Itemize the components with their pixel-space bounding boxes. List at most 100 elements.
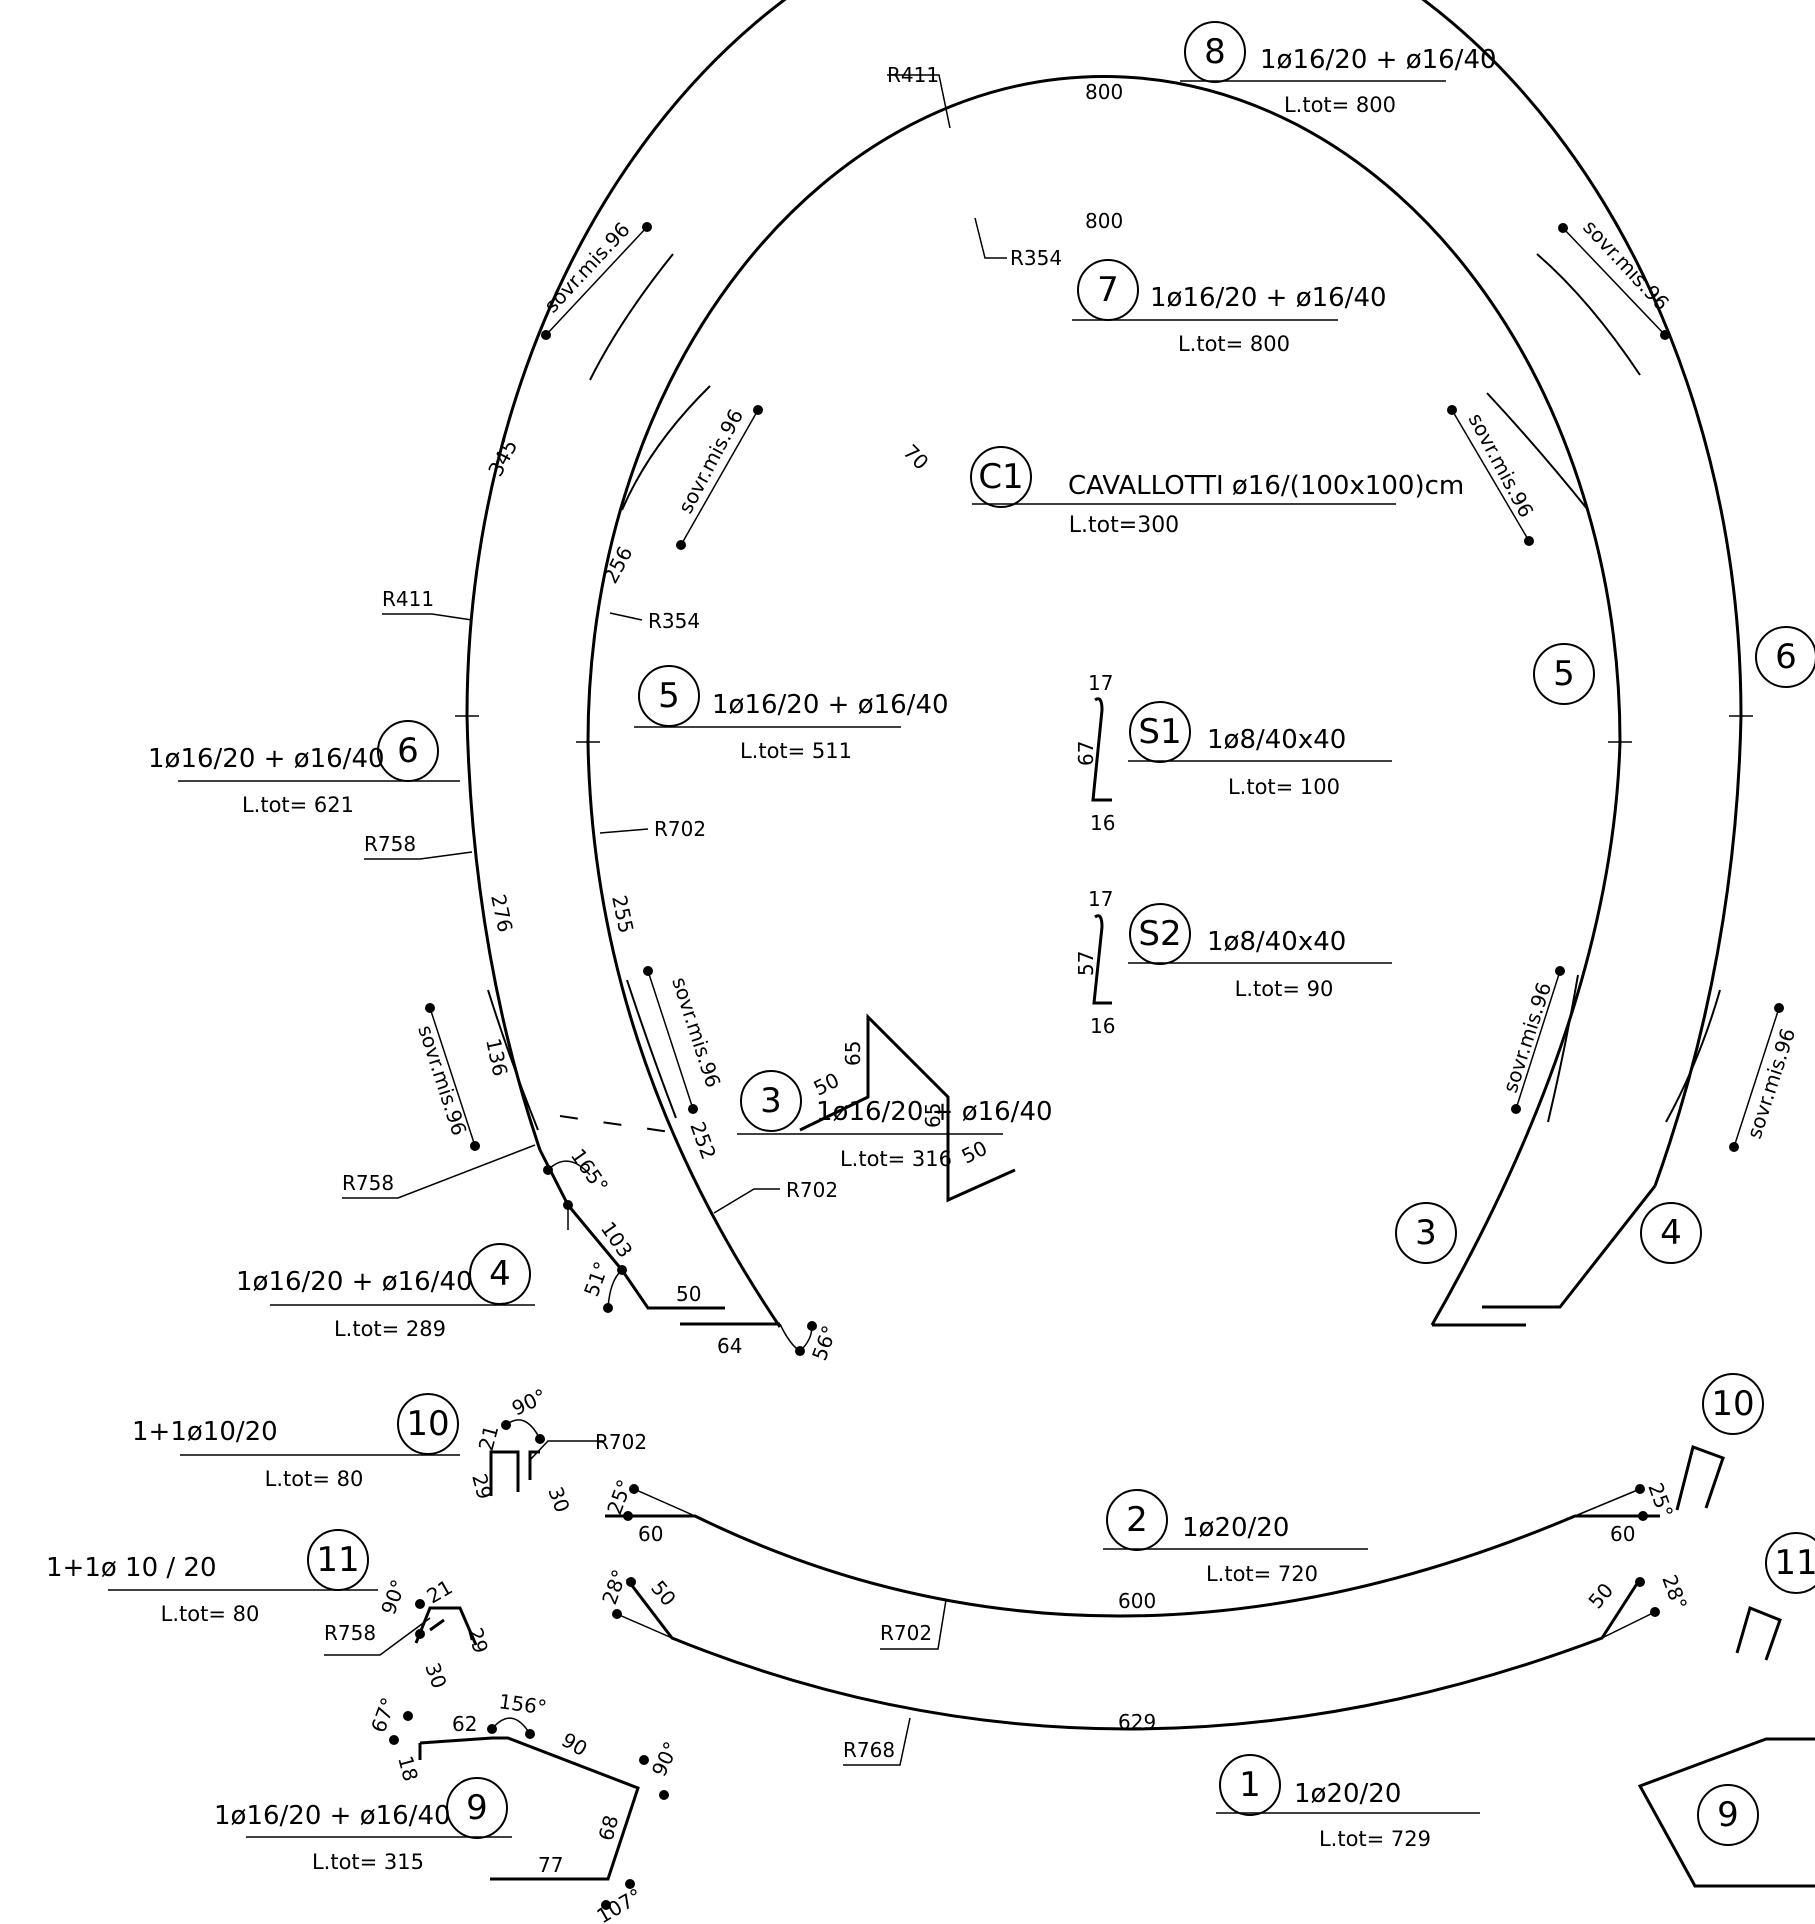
arc-800-inner: 800 (1085, 209, 1123, 233)
mark-10-number-right: 10 (1711, 1384, 1754, 1424)
overlap-bars (487, 253, 1721, 1131)
angle-25-left: 25° (602, 1476, 637, 1518)
dim-c1-50-left: 50 (810, 1068, 843, 1101)
angle-67: 67° (366, 1694, 401, 1736)
mark-s2-number: S2 (1138, 914, 1181, 954)
radius-r702-left: R702 (654, 817, 706, 841)
dim-bar2-60-left: 60 (638, 1522, 663, 1546)
axis-ticks (455, 715, 1753, 1133)
mark-1-number: 1 (1239, 1765, 1261, 1805)
mark-5-ltot: L.tot= 511 (740, 739, 852, 763)
mark-6-ltot: L.tot= 621 (242, 793, 354, 817)
mark-2-ltot: L.tot= 720 (1206, 1562, 1318, 1586)
arc-255: 255 (607, 893, 638, 935)
bar-1-shape (612, 1577, 1660, 1731)
s2-shape (1092, 914, 1112, 1005)
mark-4-number: 4 (489, 1254, 511, 1294)
angle-90-bar10: 90° (508, 1384, 550, 1421)
mark-8-number: 8 (1204, 32, 1226, 72)
dim-bar9-18: 18 (393, 1753, 423, 1784)
c1-shape (799, 1013, 1016, 1203)
dim-bar1-50-left: 50 (646, 1576, 681, 1611)
dim-c1-65-left: 65 (841, 1041, 865, 1066)
mark-3-rebar: 1ø16/20 + ø16/40 (816, 1097, 1053, 1127)
mark-6-number: 6 (397, 731, 419, 771)
mark-7-number: 7 (1097, 270, 1119, 310)
mark-4-number-right: 4 (1660, 1213, 1682, 1253)
dim-hook-103: 103 (596, 1217, 638, 1262)
overlap-label-bottom-left-inner: sovr.mis.96 (667, 974, 725, 1090)
radius-r354-top: R354 (1010, 246, 1062, 270)
mark-8-ltot: L.tot= 800 (1284, 93, 1396, 117)
dim-bar11-21: 21 (423, 1575, 457, 1609)
angle-51: 51° (579, 1258, 614, 1300)
left-hooks (538, 1149, 817, 1356)
mark-2-rebar: 1ø20/20 (1182, 1513, 1289, 1543)
dim-hook-50: 50 (676, 1282, 701, 1306)
radius-r702-bar2: R702 (880, 1621, 932, 1645)
radius-r411-left: R411 (382, 587, 434, 611)
mark-s1-number: S1 (1138, 712, 1181, 752)
mark-c1-number: C1 (978, 457, 1023, 497)
arc-252: 252 (685, 1119, 721, 1163)
mark-2-number: 2 (1126, 1500, 1148, 1540)
dim-bar2-60-right: 60 (1610, 1522, 1635, 1546)
mark-10-rebar: 1+1ø10/20 (132, 1417, 278, 1447)
radius-leaders (324, 74, 1007, 1766)
overlap-label-top-right-inner: sovr.mis.96 (1464, 409, 1539, 521)
right-edge-shapes (1637, 1445, 1815, 1888)
dim-c1-65-right: 65 (921, 1103, 945, 1128)
mark-circles (307, 21, 1815, 1846)
dim-s2-57: 57 (1074, 951, 1098, 976)
dim-s1-67: 67 (1074, 741, 1098, 766)
dim-bar9-77: 77 (538, 1853, 563, 1877)
dim-bar11-29: 29 (463, 1625, 493, 1656)
dim-bar1-50-right: 50 (1583, 1578, 1618, 1613)
overlap-label-top-left-inner: sovr.mis.96 (673, 405, 748, 517)
mark-1-rebar: 1ø20/20 (1294, 1779, 1401, 1809)
bar-11-shape (414, 1599, 478, 1646)
angle-165: 165° (566, 1144, 613, 1197)
overlap-label-bottom-right-outer: sovr.mis.96 (1742, 1025, 1800, 1141)
radius-r354-left: R354 (648, 609, 700, 633)
overlap-label-bottom-left-outer: sovr.mis.96 (413, 1022, 471, 1138)
mark-7-rebar: 1ø16/20 + ø16/40 (1150, 283, 1387, 313)
radius-r411-top: R411 (887, 63, 939, 87)
mark-11-ltot: L.tot= 80 (161, 1602, 260, 1626)
dim-bar10-29: 29 (467, 1471, 497, 1502)
angle-28-left: 28° (597, 1566, 632, 1608)
mark-10-number: 10 (406, 1404, 449, 1444)
mark-9-ltot: L.tot= 315 (312, 1850, 424, 1874)
dim-hook-64: 64 (717, 1334, 742, 1358)
dim-bar10-21: 21 (474, 1422, 504, 1453)
right-hooks (1432, 1185, 1657, 1327)
mark-6-number-right: 6 (1775, 637, 1797, 677)
arc-345: 345 (483, 435, 522, 480)
dim-s1-17: 17 (1088, 671, 1113, 695)
radius-r758-left: R758 (364, 832, 416, 856)
mark-s1-ltot: L.tot= 100 (1228, 775, 1340, 799)
angle-156: 156° (497, 1689, 548, 1719)
radius-r702-hook: R702 (786, 1178, 838, 1202)
bar-9-shape (389, 1711, 669, 1910)
bar-2-shape (605, 1484, 1660, 1618)
dim-c1-70: 70 (898, 440, 933, 475)
mark-4-rebar: 1ø16/20 + ø16/40 (236, 1267, 473, 1297)
angle-28-right: 28° (1657, 1572, 1692, 1614)
radius-r758-bar11: R758 (324, 1621, 376, 1645)
mark-11-rebar: 1+1ø 10 / 20 (46, 1553, 217, 1583)
outer-ring (465, 0, 1743, 1187)
mark-9-number: 9 (466, 1788, 488, 1828)
radius-r758-hook: R758 (342, 1171, 394, 1195)
arc-276: 276 (486, 892, 517, 934)
mark-5-number-right: 5 (1553, 654, 1575, 694)
angle-90-bar9: 90° (647, 1738, 684, 1780)
mark-5-rebar: 1ø16/20 + ø16/40 (712, 690, 949, 720)
mark-11-number-right: 11 (1774, 1543, 1815, 1583)
mark-5-number: 5 (658, 676, 680, 716)
mark-10-ltot: L.tot= 80 (265, 1467, 364, 1491)
mark-c1-rebar: CAVALLOTTI ø16/(100x100)cm (1068, 471, 1464, 501)
dim-bar9-68: 68 (594, 1812, 624, 1843)
dim-bar9-62: 62 (452, 1712, 477, 1736)
